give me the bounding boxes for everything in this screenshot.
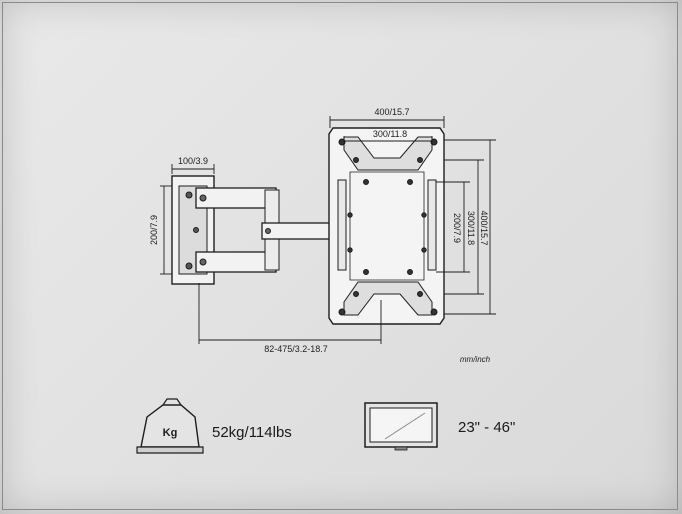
dim-vert-middle: 300/11.8 xyxy=(466,211,476,245)
units-label: mm/inch xyxy=(460,355,491,364)
screen-size: 23" - 46" xyxy=(458,419,515,436)
dimension-lines xyxy=(160,116,496,344)
page-border xyxy=(2,2,678,510)
weight-icon xyxy=(136,398,204,454)
dim-vert-inner: 200/7.9 xyxy=(452,213,462,243)
dim-vert-outer: 400/15.7 xyxy=(479,210,489,245)
tv-icon xyxy=(364,402,438,451)
dim-wall-height: 200/7.9 xyxy=(149,215,159,245)
dim-extension: 82-475/3.2-18.7 xyxy=(264,344,328,354)
weight-icon-text: Kg xyxy=(163,427,178,439)
dim-top-outer: 400/15.7 xyxy=(374,107,409,117)
dim-wall-width: 100/3.9 xyxy=(178,156,208,166)
tv-bracket xyxy=(328,127,445,325)
weight-capacity: 52kg/114lbs xyxy=(212,424,292,441)
dim-top-inner: 300/11.8 xyxy=(373,129,407,139)
